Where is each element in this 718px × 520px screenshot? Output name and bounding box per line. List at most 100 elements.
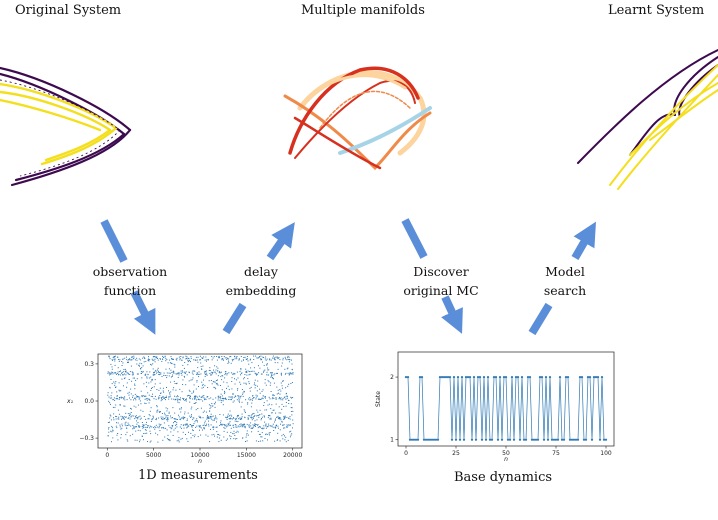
- measurement-point: [268, 423, 270, 425]
- measurement-point: [218, 437, 220, 439]
- measurement-point: [108, 356, 110, 358]
- measurement-point: [236, 358, 238, 360]
- measurement-point: [111, 431, 113, 433]
- measurement-point: [151, 378, 153, 380]
- measurement-point: [249, 415, 251, 417]
- measurement-point: [213, 369, 214, 371]
- measurement-point: [194, 398, 195, 400]
- measurement-point: [232, 425, 234, 427]
- measurement-point: [283, 416, 285, 418]
- measurement-point: [241, 418, 243, 420]
- measurement-point: [170, 381, 172, 383]
- measurement-point: [259, 399, 261, 400]
- measurement-point: [238, 397, 240, 399]
- measurement-point: [124, 357, 126, 359]
- measurement-point: [190, 408, 192, 410]
- measurement-point: [184, 417, 186, 418]
- measurement-point: [146, 386, 148, 388]
- measurement-point: [285, 358, 286, 360]
- measurement-point: [245, 441, 246, 442]
- measurement-point: [282, 424, 284, 426]
- measurement-point: [171, 363, 173, 365]
- measurement-point: [157, 369, 158, 371]
- measurement-point: [202, 411, 204, 413]
- measurement-point: [212, 372, 214, 373]
- measurement-point: [161, 413, 163, 414]
- measurement-point: [148, 402, 150, 404]
- measurement-point: [210, 406, 212, 408]
- measurement-point: [248, 374, 250, 376]
- measurement-point: [121, 361, 123, 362]
- measurement-point: [154, 356, 155, 358]
- measurement-point: [185, 355, 187, 357]
- measurement-point: [234, 424, 236, 425]
- measurement-point: [166, 419, 168, 420]
- measurement-point: [261, 432, 263, 434]
- measurement-point: [256, 373, 258, 375]
- state-point: [452, 376, 456, 379]
- measurement-point: [153, 371, 155, 373]
- measurement-point: [214, 403, 216, 405]
- measurement-point: [235, 432, 237, 433]
- measurement-point: [136, 363, 138, 365]
- original-system-attractor: [0, 66, 132, 187]
- measurement-point: [256, 419, 258, 421]
- measurement-point: [253, 397, 255, 398]
- measurement-point: [269, 358, 271, 360]
- measurement-point: [219, 425, 221, 426]
- measurement-point: [157, 441, 159, 443]
- measurement-point: [273, 374, 275, 376]
- measurement-point: [282, 380, 283, 382]
- measurement-point: [217, 375, 219, 377]
- measurement-point: [242, 424, 244, 426]
- measurement-point: [171, 358, 172, 360]
- measurement-point: [216, 359, 218, 361]
- measurement-point: [118, 418, 120, 420]
- measurement-point: [225, 424, 227, 426]
- measurement-point: [182, 431, 184, 433]
- measurement-point: [231, 397, 233, 399]
- measurement-point: [152, 368, 154, 370]
- measurement-point: [246, 423, 248, 425]
- measurement-point: [137, 417, 139, 419]
- measurement-point: [202, 417, 204, 419]
- measurement-point: [269, 372, 271, 374]
- measurement-point: [286, 426, 288, 428]
- measurement-point: [108, 428, 109, 430]
- state-point: [432, 438, 436, 441]
- measurement-point: [128, 416, 130, 418]
- measurement-point: [188, 431, 189, 433]
- measurement-point: [229, 417, 231, 419]
- x-tick-label: 50: [502, 450, 510, 457]
- measurement-point: [111, 397, 113, 399]
- measurement-point: [162, 387, 164, 389]
- measurements-plot-frame: [97, 353, 303, 449]
- measurement-point: [180, 408, 182, 410]
- measurement-point: [284, 417, 286, 419]
- measurement-point: [240, 369, 242, 371]
- measurement-point: [139, 430, 141, 432]
- measurement-point: [245, 383, 247, 385]
- measurement-point: [187, 357, 189, 359]
- measurement-point: [182, 356, 184, 358]
- x-tick-label: 0: [105, 452, 109, 459]
- measurement-point: [167, 438, 169, 440]
- measurement-point: [136, 423, 138, 425]
- measurement-point: [266, 374, 268, 376]
- measurement-point: [109, 387, 111, 389]
- measurement-point: [182, 424, 184, 426]
- measurement-point: [221, 379, 223, 381]
- measurement-point: [224, 374, 226, 376]
- measurement-point: [255, 424, 257, 425]
- measurement-point: [191, 392, 193, 394]
- y-axis-label: x₁: [66, 398, 74, 405]
- state-point: [526, 376, 530, 379]
- measurement-point: [189, 397, 191, 399]
- measurement-point: [123, 416, 125, 418]
- measurement-point: [146, 426, 148, 428]
- measurement-point: [247, 378, 249, 380]
- measurement-point: [191, 379, 193, 381]
- measurement-point: [192, 429, 193, 431]
- measurement-point: [171, 371, 173, 373]
- measurement-point: [289, 431, 291, 433]
